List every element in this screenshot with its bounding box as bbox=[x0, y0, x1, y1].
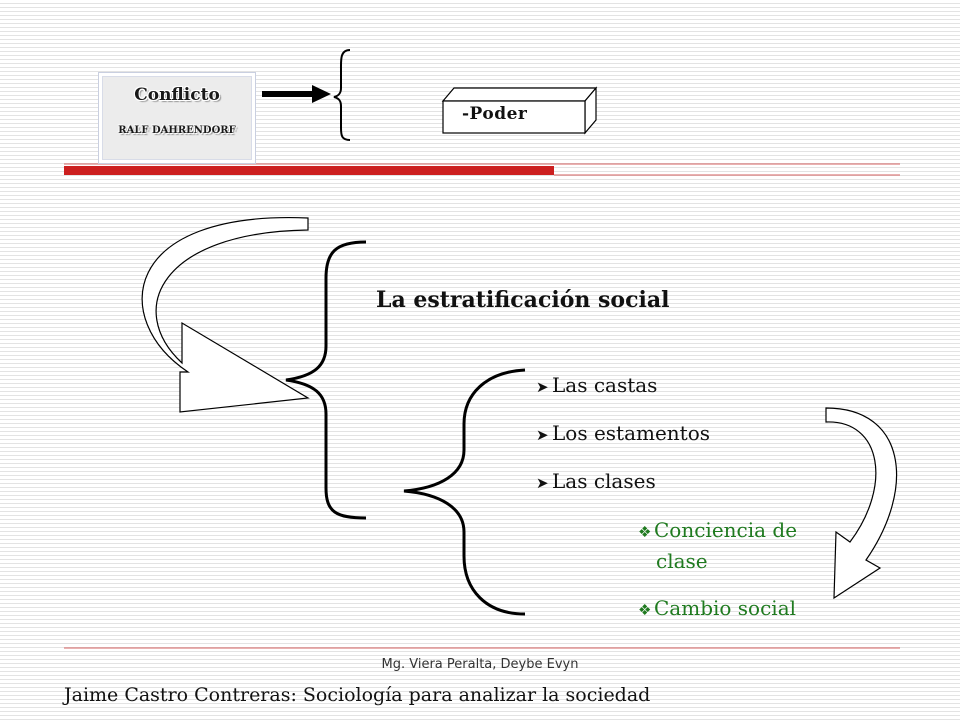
list-item-estamentos: ➤Los estamentos bbox=[536, 421, 710, 445]
conflict-box: Conflicto RALF DAHRENDORF bbox=[98, 72, 256, 164]
medium-brace bbox=[403, 368, 526, 616]
main-heading: La estratificación social bbox=[376, 287, 670, 313]
four-diamond-bullet-icon: ❖ bbox=[638, 523, 652, 541]
arrowhead-bullet-icon: ➤ bbox=[536, 426, 549, 444]
footer-author: Mg. Viera Peralta, Deybe Evyn bbox=[381, 657, 579, 672]
list-item-clases: ➤Las clases bbox=[536, 469, 656, 493]
list-item-label: Las castas bbox=[552, 373, 658, 397]
poder-box-front bbox=[442, 100, 586, 134]
right-curved-arrow bbox=[825, 407, 898, 600]
list-item-castas: ➤Las castas bbox=[536, 373, 657, 397]
list-item-label: Los estamentos bbox=[552, 421, 711, 445]
subitem-label: Cambio social bbox=[654, 596, 797, 620]
arrowhead-bullet-icon: ➤ bbox=[536, 378, 549, 396]
small-brace bbox=[333, 49, 351, 141]
list-item-label: Las clases bbox=[552, 469, 656, 493]
arrowhead-bullet-icon: ➤ bbox=[536, 474, 549, 492]
poder-label: -Poder bbox=[462, 104, 528, 124]
poder-box-top bbox=[441, 87, 598, 102]
conflict-title: Conflicto bbox=[134, 85, 220, 105]
subitem-label: Conciencia de bbox=[654, 518, 798, 542]
conflict-subtitle: RALF DAHRENDORF bbox=[118, 125, 236, 136]
footer-source: Jaime Castro Contreras: Sociología para … bbox=[64, 684, 651, 706]
four-diamond-bullet-icon: ❖ bbox=[638, 601, 652, 619]
large-brace bbox=[285, 240, 367, 520]
conflict-arrow-head bbox=[312, 85, 331, 103]
subitem-conciencia-line2: clase bbox=[656, 549, 708, 573]
subitem-conciencia: ❖Conciencia de bbox=[638, 518, 797, 542]
left-curved-arrow bbox=[141, 217, 310, 413]
subitem-cambio: ❖Cambio social bbox=[638, 596, 796, 620]
red-accent-bar bbox=[64, 166, 554, 175]
